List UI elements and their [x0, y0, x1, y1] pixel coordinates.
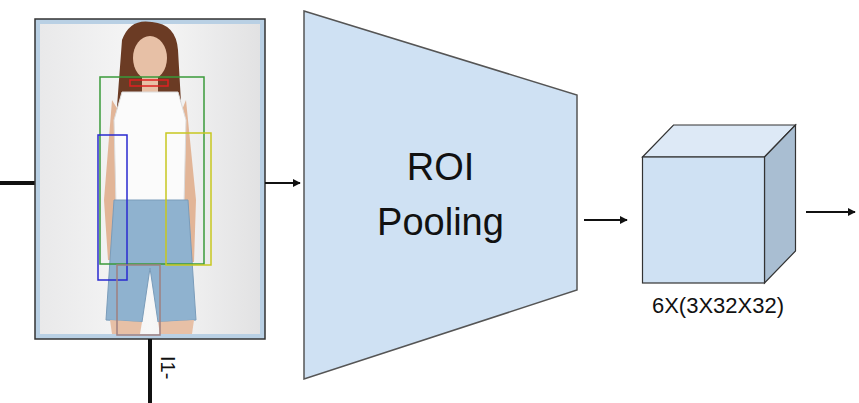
trapezoid-shape [303, 10, 578, 380]
arrow [265, 182, 300, 184]
pooling-block: ROI Pooling [303, 10, 578, 380]
feature-cube: 6X(3X32X32) [629, 122, 807, 322]
cube-side [765, 125, 796, 283]
branch-line [148, 339, 152, 403]
cube-shape [629, 122, 807, 322]
block-label: ROI Pooling [361, 140, 521, 250]
connector-arrow [584, 219, 627, 221]
cube-front [643, 157, 765, 283]
bounding-boxes [98, 77, 211, 335]
input-line [0, 181, 36, 185]
branch-label: I1- [156, 356, 179, 379]
arrow [806, 211, 855, 213]
dimension-label: 6X(3X32X32) [629, 290, 807, 322]
photo-frame [35, 19, 265, 339]
photo [40, 24, 260, 334]
trapezoid-outline [304, 11, 577, 379]
person-figure [104, 21, 196, 334]
